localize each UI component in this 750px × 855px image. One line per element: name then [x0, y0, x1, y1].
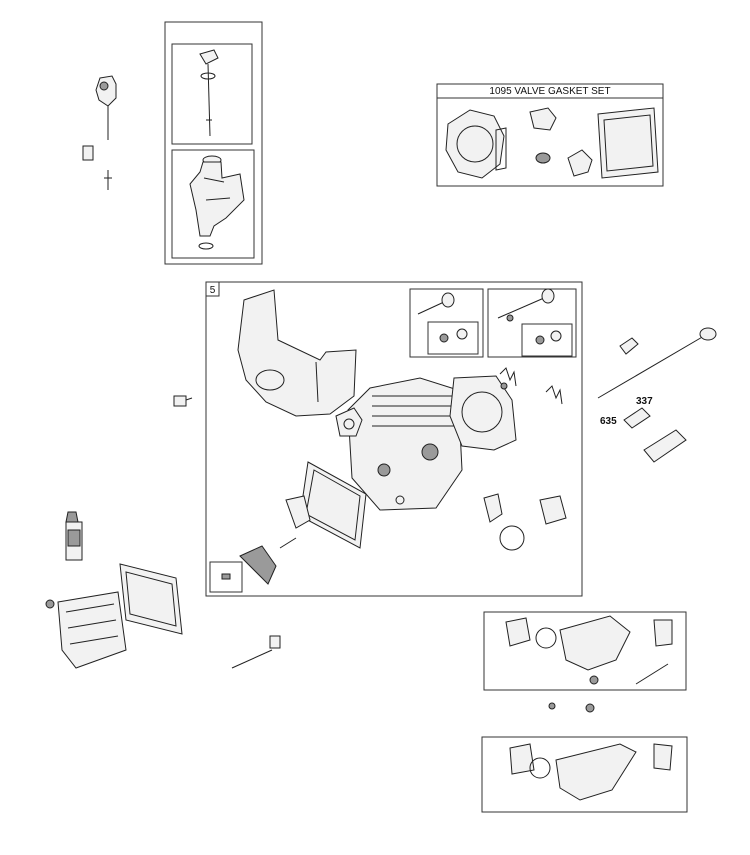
- intake-gasket-part[interactable]: [335, 407, 363, 437]
- valve-spring-part[interactable]: [499, 367, 563, 405]
- rocker-cover-gasket-lower-part[interactable]: [119, 563, 183, 635]
- bolt-part[interactable]: [173, 395, 193, 407]
- intake-valve-subgroup-box: [409, 288, 484, 358]
- oil-fill-tube-part[interactable]: [189, 155, 245, 250]
- valve-gasket-set-box: [436, 83, 664, 187]
- push-rod-assembly[interactable]: [597, 327, 717, 463]
- dipstick-assembly[interactable]: [82, 75, 117, 190]
- alt-intake-manifold-group-box: [481, 736, 688, 813]
- manifold-fasteners[interactable]: [548, 675, 599, 713]
- alt-intake-manifold-part[interactable]: [509, 743, 673, 801]
- part-635-label: 635: [600, 416, 617, 427]
- intake-manifold-group-box: [483, 611, 687, 691]
- exhaust-valve-subgroup-box: [487, 288, 577, 358]
- air-baffle-part[interactable]: [237, 289, 357, 417]
- head-gasket-part[interactable]: [449, 375, 517, 451]
- stud-bolt-part[interactable]: [231, 635, 281, 669]
- dipstick-subgroup-box: [171, 43, 253, 145]
- sealant-tube-part[interactable]: [65, 511, 83, 561]
- dipstick-part[interactable]: [199, 49, 219, 137]
- exhaust-valve-part[interactable]: [497, 288, 562, 345]
- rocker-cover-part[interactable]: [45, 591, 127, 669]
- exhaust-gasket-part[interactable]: [483, 493, 567, 551]
- oil-fill-group-box: [164, 21, 263, 265]
- part-337-label: 337: [636, 396, 653, 407]
- fill-tube-subgroup-box: [171, 149, 255, 259]
- intake-manifold-part[interactable]: [505, 615, 673, 685]
- intake-valve-part[interactable]: [417, 292, 468, 343]
- cylinder-head-group-box: [205, 281, 583, 597]
- rocker-arm-part[interactable]: [221, 495, 311, 585]
- cylinder-head-part[interactable]: [347, 377, 463, 511]
- cylinder-head-group-label: 5: [210, 285, 216, 296]
- valve-gasket-set-label: 1095 VALVE GASKET SET: [489, 86, 610, 97]
- valve-gasket-set-parts[interactable]: [445, 107, 659, 179]
